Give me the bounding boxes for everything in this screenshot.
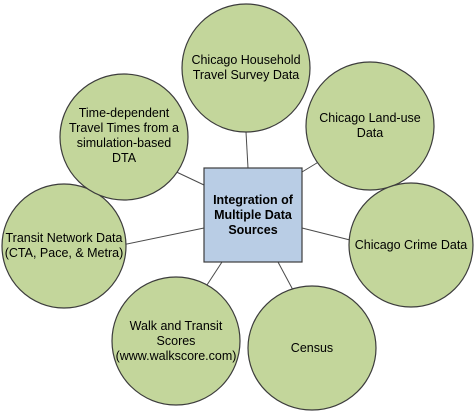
bubble-land-use (305, 61, 435, 191)
hub-box (203, 167, 303, 263)
bubble-dta-travel-times (59, 73, 189, 201)
connector-walkscore (204, 261, 223, 289)
transit-network-label: Transit Network Data (CTA, Pace, & Metra… (4, 231, 124, 260)
bubble-census (247, 285, 377, 411)
connector-transit (121, 227, 205, 246)
bubble-crime (348, 182, 474, 308)
dta-travel-times-label: Time-dependent Travel Times from a simul… (69, 106, 179, 165)
household-survey-label: Chicago Household Travel Survey Data (191, 53, 301, 82)
connector-crime (301, 227, 351, 241)
walkscore-label: Walk and Transit Scores (www.walkscore.c… (115, 318, 237, 363)
connector-household (245, 131, 249, 169)
crime-label: Chicago Crime Data (354, 237, 468, 252)
bubble-household-survey (181, 3, 311, 133)
census-label: Census (290, 340, 334, 355)
hub-label: Integration of Multiple Data Sources (213, 192, 293, 237)
bubble-transit-network (1, 183, 127, 309)
land-use-label: Chicago Land-use Data (319, 111, 421, 140)
bubble-walkscore (111, 276, 241, 406)
connector-census (277, 261, 294, 291)
